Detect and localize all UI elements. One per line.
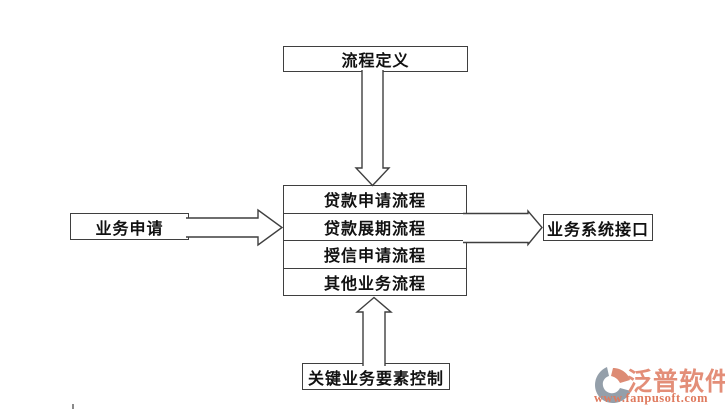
- left-to-stack-arrow: [186, 208, 284, 247]
- fanpu-logo-icon: [595, 367, 631, 403]
- fanpu-logo: 泛普软件 www.fanpusoft.com: [590, 360, 725, 410]
- key-business-element-control-label: 关键业务要素控制: [307, 370, 444, 388]
- process-row-loan-extension: 贷款展期流程: [284, 212, 466, 241]
- business-system-interface-box: 业务系统接口: [543, 214, 653, 241]
- business-application-box: 业务申请: [70, 213, 189, 240]
- process-row-label: 贷款展期流程: [323, 220, 426, 238]
- logo-wordmark: 泛普软件: [627, 368, 725, 396]
- up-arrow: [355, 296, 393, 366]
- process-row-other-business: 其他业务流程: [284, 267, 466, 296]
- process-definition-box: 流程定义: [283, 46, 468, 72]
- logo-url: www.fanpusoft.com: [594, 391, 709, 405]
- business-application-label: 业务申请: [95, 220, 164, 238]
- business-system-interface-label: 业务系统接口: [546, 221, 649, 239]
- process-stack: 贷款申请流程 贷款展期流程 授信申请流程 其他业务流程: [283, 185, 467, 296]
- down-arrow: [354, 70, 391, 187]
- process-row-label: 授信申请流程: [323, 248, 426, 266]
- process-row-credit-application: 授信申请流程: [284, 240, 466, 268]
- process-row-label: 其他业务流程: [323, 275, 426, 293]
- process-definition-label: 流程定义: [341, 53, 410, 70]
- process-row-loan-application: 贷款申请流程: [284, 186, 466, 213]
- stack-to-right-arrow: [463, 209, 543, 247]
- key-business-element-control-box: 关键业务要素控制: [302, 363, 450, 390]
- stray-mark: [72, 404, 74, 409]
- process-row-label: 贷款申请流程: [323, 193, 426, 211]
